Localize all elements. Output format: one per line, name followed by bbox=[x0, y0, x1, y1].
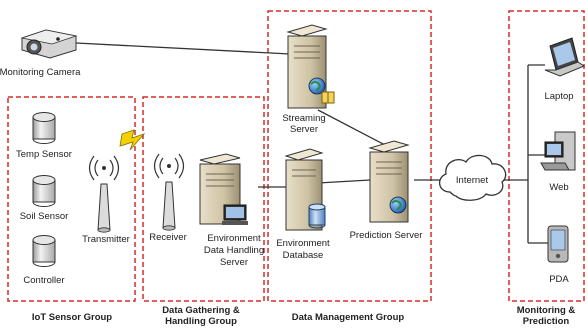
temp-sensor-icon bbox=[32, 112, 56, 144]
pda-label: PDA bbox=[549, 274, 569, 285]
database-label-1: Environment bbox=[276, 238, 330, 249]
soil-sensor-label: Soil Sensor bbox=[20, 211, 69, 222]
receiver-label: Receiver bbox=[149, 232, 187, 243]
web-workstation-icon bbox=[540, 131, 576, 171]
camera-label: Monitoring Camera bbox=[0, 67, 81, 78]
handling-server-label-2: Data Handling bbox=[204, 245, 264, 256]
camera-to-streaming-line bbox=[75, 42, 291, 55]
iot-group-title: IoT Sensor Group bbox=[32, 312, 112, 323]
streaming-to-prediction-line bbox=[317, 109, 386, 146]
monitoring-camera-icon bbox=[20, 29, 78, 59]
data-handling-server-icon bbox=[199, 153, 248, 225]
connectors bbox=[75, 42, 548, 244]
transmitter-icon bbox=[88, 155, 120, 233]
laptop-label: Laptop bbox=[544, 91, 573, 102]
controller-icon bbox=[32, 235, 56, 267]
streaming-server-label-2: Server bbox=[290, 124, 318, 135]
internet-label: Internet bbox=[456, 175, 489, 186]
pda-icon bbox=[547, 225, 569, 263]
streaming-server-icon bbox=[286, 24, 335, 109]
database-to-prediction-line bbox=[317, 179, 371, 184]
transmitter-label: Transmitter bbox=[82, 234, 130, 245]
database-label-2: Database bbox=[283, 250, 324, 261]
temp-sensor-label: Temp Sensor bbox=[16, 149, 72, 160]
gathering-group-border bbox=[142, 96, 265, 302]
prediction-server-label: Prediction Server bbox=[350, 230, 423, 241]
handling-server-label-3: Server bbox=[220, 257, 248, 268]
management-group-title: Data Management Group bbox=[292, 312, 405, 323]
web-label: Web bbox=[549, 182, 568, 193]
receiver-icon bbox=[153, 153, 185, 231]
controller-label: Controller bbox=[23, 275, 64, 286]
wireless-link-icon bbox=[119, 129, 146, 151]
soil-sensor-icon bbox=[32, 175, 56, 207]
streaming-server-label-1: Streaming bbox=[282, 113, 325, 124]
prediction-server-icon bbox=[368, 140, 410, 223]
environment-database-icon bbox=[284, 148, 326, 231]
gathering-group-title-1: Data Gathering & bbox=[162, 305, 240, 316]
monitoring-group-border bbox=[508, 10, 585, 302]
gathering-group-title-2: Handling Group bbox=[165, 316, 237, 327]
monitoring-group-title-2: Prediction bbox=[523, 316, 570, 327]
monitoring-group-title-1: Monitoring & bbox=[517, 305, 576, 316]
management-group-border bbox=[267, 10, 432, 302]
handling-server-label-1: Environment bbox=[207, 233, 261, 244]
iot-group-border bbox=[7, 96, 136, 302]
internet-cloud-icon bbox=[439, 154, 507, 201]
laptop-icon bbox=[544, 37, 586, 77]
